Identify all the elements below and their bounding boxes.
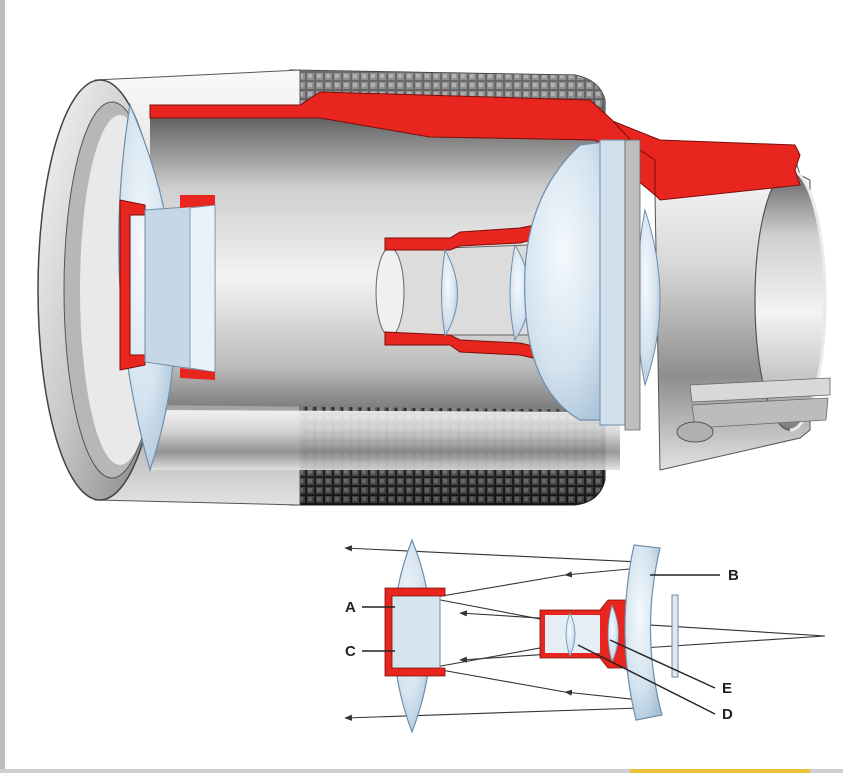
- frame-bottom-accent: [630, 769, 810, 773]
- callout-b: B: [728, 567, 739, 584]
- rear-element: [524, 139, 661, 431]
- frame-bottom-border: [0, 769, 843, 773]
- mount-pin: [676, 421, 714, 443]
- rear-mount: [609, 119, 831, 471]
- lens-cutaway: [37, 69, 831, 506]
- optical-schematic: B A C E D: [344, 538, 826, 734]
- schematic-element-group: [387, 591, 441, 673]
- schematic-filter-plate: [671, 594, 679, 678]
- callout-d: D: [722, 706, 733, 723]
- frame-left-border: [0, 0, 5, 773]
- front-element: [118, 102, 216, 473]
- callout-e: E: [722, 680, 732, 697]
- schematic-relay-group: [539, 599, 641, 669]
- callout-a: A: [345, 599, 356, 616]
- leader-lines: [362, 574, 720, 715]
- callout-c: C: [345, 643, 356, 660]
- schematic-rear-lens: [624, 544, 663, 721]
